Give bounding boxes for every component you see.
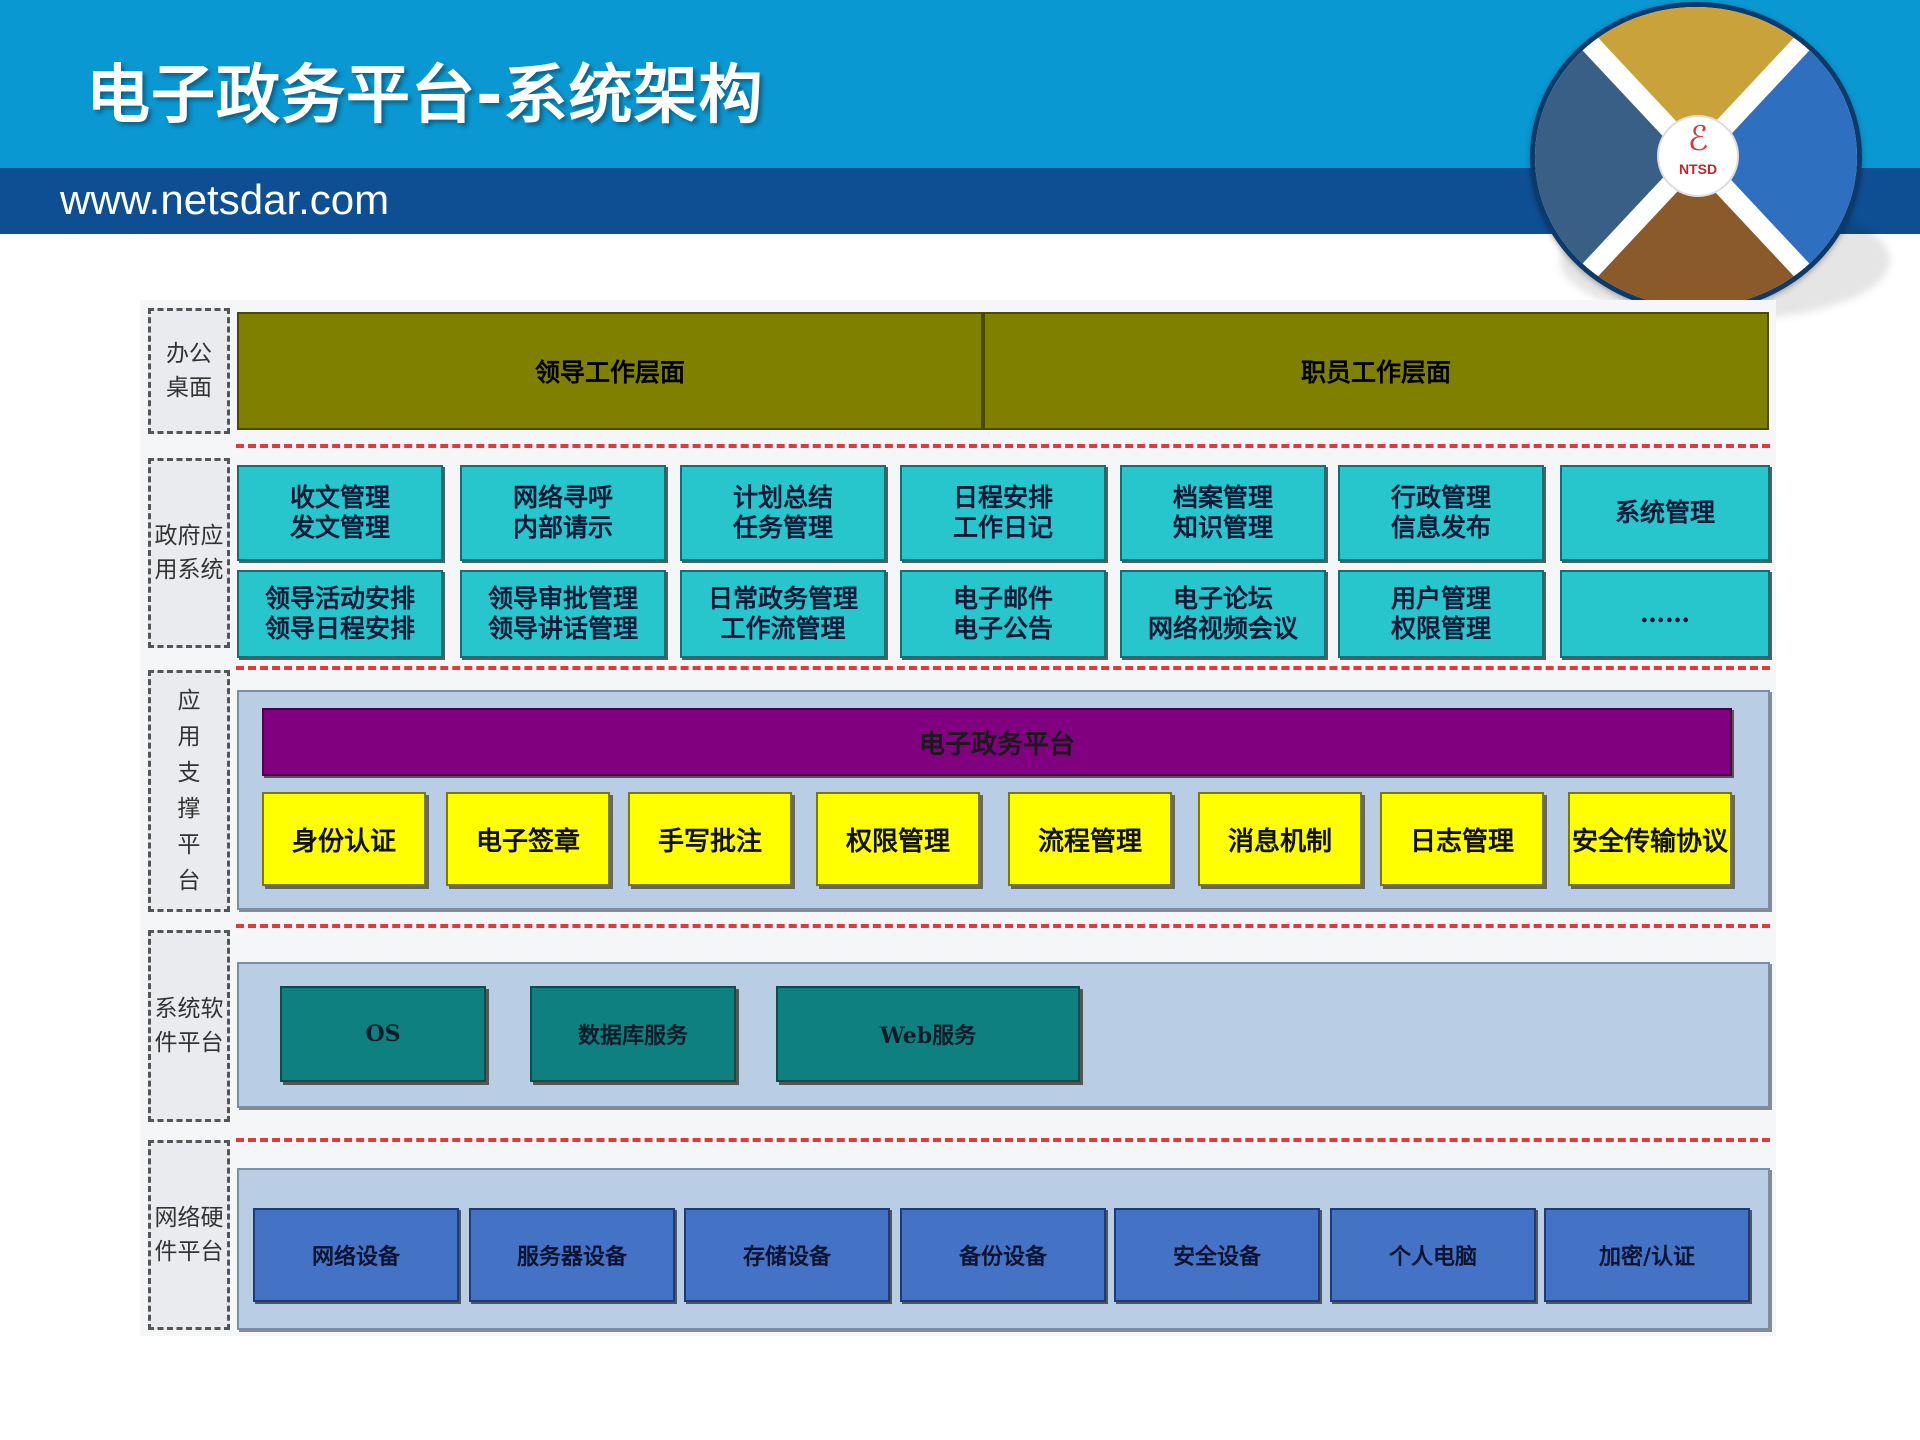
layer-separator (236, 444, 1770, 448)
gov-app-1: 收文管理发文管理 (237, 465, 443, 561)
desktop-leader-level: 领导工作层面 (237, 312, 983, 430)
sw-web-service: Web服务 (776, 986, 1080, 1082)
hardware-device-5: 安全设备 (1114, 1208, 1320, 1302)
platform-module-6: 消息机制 (1198, 792, 1362, 886)
slide-title: 电子政务平台-系统架构 (86, 59, 764, 133)
layer-label-desktop: 办公桌面 (148, 308, 230, 434)
hardware-device-1: 网络设备 (253, 1208, 459, 1302)
platform-module-8: 安全传输协议 (1568, 792, 1732, 886)
hardware-device-2: 服务器设备 (469, 1208, 675, 1302)
flame-icon: ℰ (1687, 119, 1709, 159)
sw-os: OS (280, 986, 486, 1082)
gov-app-5: 档案管理知识管理 (1120, 465, 1326, 561)
gov-app-6: 行政管理信息发布 (1338, 465, 1544, 561)
platform-module-5: 流程管理 (1008, 792, 1172, 886)
layer-separator (236, 1138, 1770, 1142)
logo-text: NTSD (1678, 161, 1718, 177)
platform-module-2: 电子签章 (446, 792, 610, 886)
platform-title-bar: 电子政务平台 (262, 708, 1732, 776)
gov-app-2-5: 电子论坛网络视频会议 (1120, 570, 1326, 658)
gov-app-2-2: 领导审批管理领导讲话管理 (460, 570, 666, 658)
layer-separator (236, 924, 1770, 928)
platform-module-7: 日志管理 (1380, 792, 1544, 886)
platform-module-1: 身份认证 (262, 792, 426, 886)
site-url: www.netsdar.com (60, 176, 390, 223)
layer-separator (236, 666, 1770, 670)
platform-module-3: 手写批注 (628, 792, 792, 886)
layer-label-gov-apps: 政府应用系统 (148, 458, 230, 648)
platform-module-4: 权限管理 (816, 792, 980, 886)
layer-label-app-support: 应用支撑平台 (148, 670, 230, 912)
layer-label-hardware: 网络硬件平台 (148, 1140, 230, 1330)
gov-app-2-3: 日常政务管理工作流管理 (680, 570, 886, 658)
gov-app-2: 网络寻呼内部请示 (460, 465, 666, 561)
hardware-device-7: 加密/认证 (1544, 1208, 1750, 1302)
gov-app-7: 系统管理 (1560, 465, 1770, 561)
gov-app-2-1: 领导活动安排领导日程安排 (237, 570, 443, 658)
gov-app-3: 计划总结任务管理 (680, 465, 886, 561)
hardware-device-4: 备份设备 (900, 1208, 1106, 1302)
layer-label-system-software: 系统软件平台 (148, 930, 230, 1122)
gov-app-2-7: …… (1560, 570, 1770, 658)
desktop-staff-level: 职员工作层面 (983, 312, 1769, 430)
gov-app-2-6: 用户管理权限管理 (1338, 570, 1544, 658)
company-logo: ℰ NTSD (1530, 2, 1862, 312)
hardware-device-3: 存储设备 (684, 1208, 890, 1302)
architecture-diagram: 办公桌面 政府应用系统 应用支撑平台 系统软件平台 网络硬件平台 领导工作层面 … (140, 300, 1776, 1336)
logo-badge: ℰ NTSD (1657, 115, 1739, 197)
gov-app-2-4: 电子邮件电子公告 (900, 570, 1106, 658)
hardware-device-6: 个人电脑 (1330, 1208, 1536, 1302)
gov-app-4: 日程安排工作日记 (900, 465, 1106, 561)
sw-database-service: 数据库服务 (530, 986, 736, 1082)
